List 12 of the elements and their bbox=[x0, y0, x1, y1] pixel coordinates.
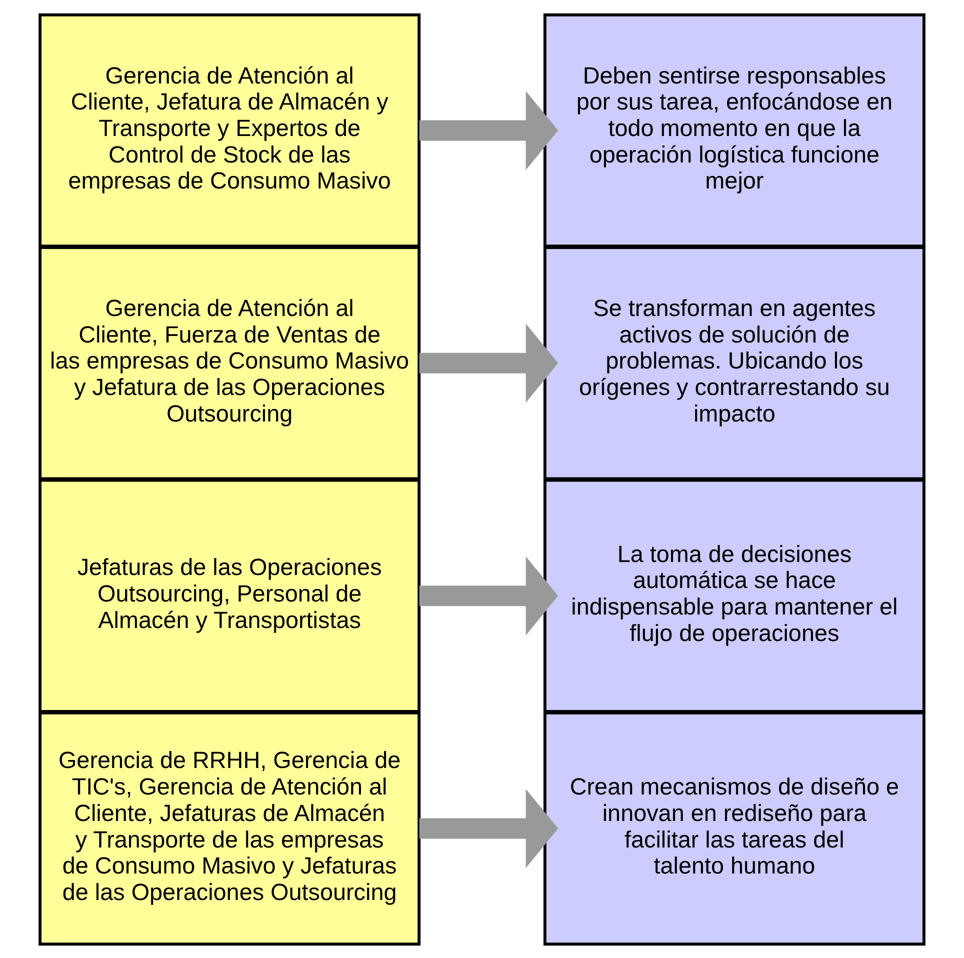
node-box: Se transforman en agentes activos de solución de problemas. Ubicando los orígenes y contrarrestando su impacto bbox=[543, 246, 926, 480]
node-box: Crean mecanismos de diseño e innovan en rediseño para facilitar las tareas del talento humano bbox=[543, 710, 926, 946]
node-box: Gerencia de Atención al Cliente, Jefatura de Almacén y Transporte y Expertos de Control de Stock de las empresas de Consumo Masivo bbox=[38, 12, 421, 248]
node-box: La toma de decisiones automática se hace indispensable para mantener el flujo de operaciones bbox=[543, 478, 926, 712]
node-box: Gerencia de RRHH, Gerencia de TIC's, Gerencia de Atención al Cliente, Jefaturas de Almacén y Transporte de las empresas de Consumo Masivo y Jefaturas de las Operaciones Outsourcing bbox=[38, 710, 421, 946]
arrow bbox=[419, 556, 558, 635]
node-box: Jefaturas de las Operaciones Outsourcing, Personal de Almacén y Transportistas bbox=[38, 478, 421, 712]
node-box: Gerencia de Atención al Cliente, Fuerza de Ventas de las empresas de Consumo Masivo y Jefatura de las Operaciones Outsourcing bbox=[38, 246, 421, 480]
arrow bbox=[419, 788, 558, 868]
arrow bbox=[419, 90, 558, 170]
arrow bbox=[419, 323, 558, 402]
node-box: Deben sentirse responsables por sus tarea, enfocándose en todo momento en que la operación logística funcione mejor bbox=[543, 12, 926, 248]
